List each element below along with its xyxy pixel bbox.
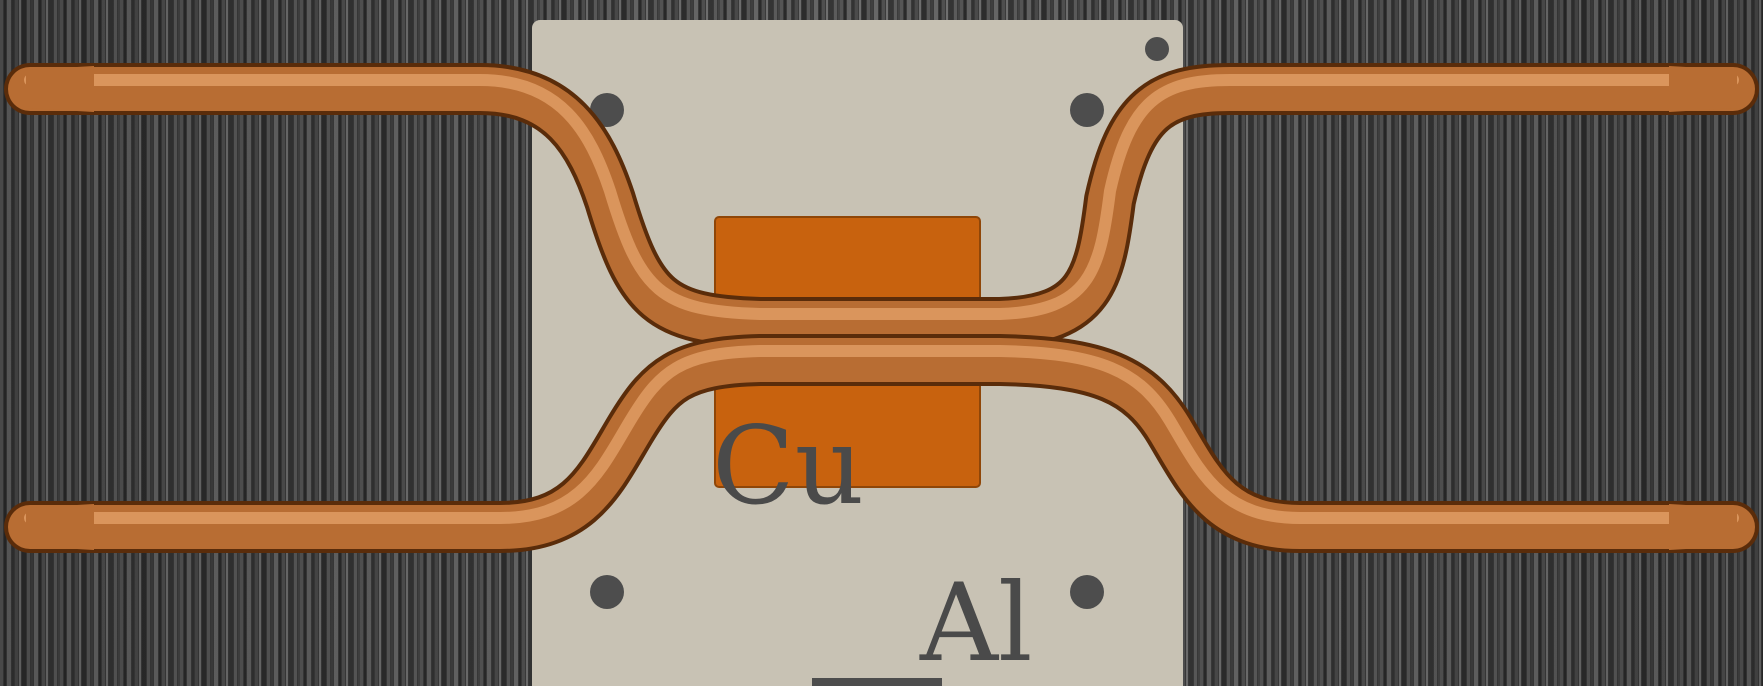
mount-hole-bottom-left: [590, 575, 624, 609]
copper-label: Cu: [712, 404, 864, 529]
heat-pipe-upper-highlight: [24, 74, 1739, 320]
aluminum-label: Al: [919, 561, 1033, 686]
pipe-tip-lower-right: [1669, 504, 1737, 550]
mount-hole-top-right-corner: [1145, 37, 1169, 61]
mount-hole-bottom-right: [1070, 575, 1104, 609]
heat-pipe-lower-highlight: [24, 345, 1739, 524]
pipe-tip-upper-right: [1669, 66, 1737, 112]
pipe-tip-upper-left: [26, 66, 94, 112]
bottom-tab: [812, 678, 942, 686]
pipe-tip-lower-left: [26, 504, 94, 550]
mount-hole-top-right: [1070, 93, 1104, 127]
